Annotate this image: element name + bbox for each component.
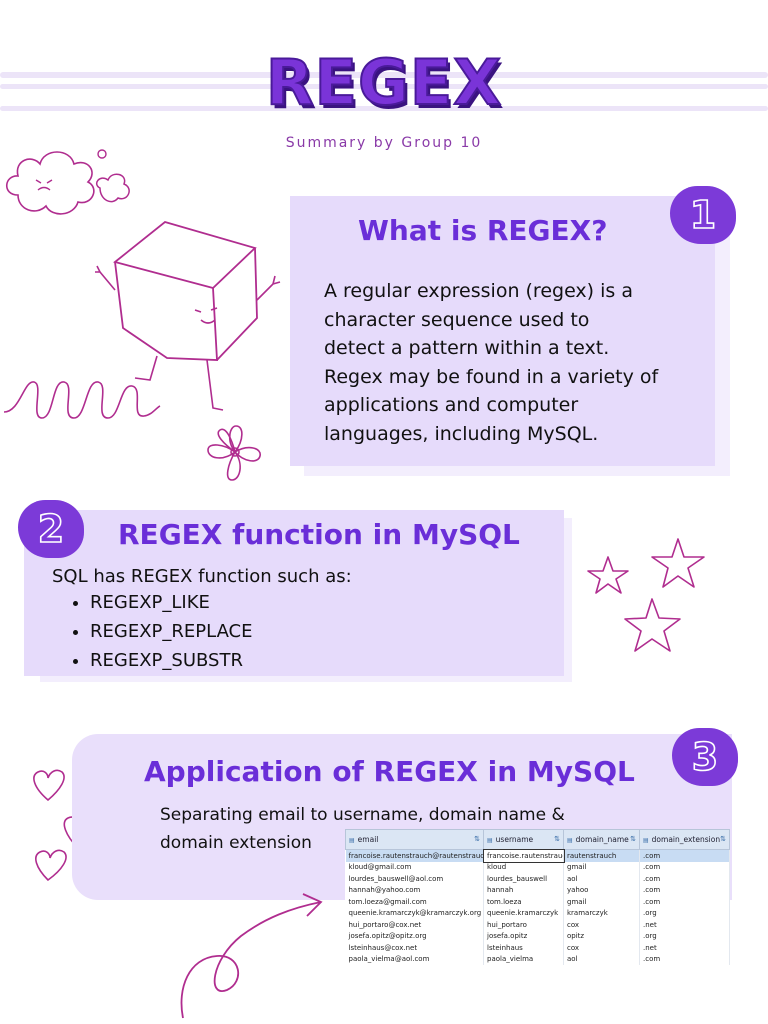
cube-character-icon	[95, 221, 281, 411]
page-subtitle: Summary by Group 10	[285, 135, 483, 151]
description-line: domain extension	[160, 833, 312, 853]
filter-icon[interactable]: ⇅	[720, 835, 726, 843]
cloud-doodle-icon	[5, 149, 130, 215]
header-brush-stroke-mid	[0, 84, 768, 89]
query-result-table: ▤email⇅ ▤username⇅ ▤domain_name⇅ ▤domain…	[345, 829, 730, 965]
filter-icon[interactable]: ⇅	[474, 835, 480, 843]
section3-number-badge: 3	[672, 728, 738, 786]
list-item: REGEXP_SUBSTR	[90, 646, 253, 675]
description-line: Separating email to username, domain nam…	[160, 805, 565, 825]
body-line: detect a pattern within a text.	[324, 337, 610, 359]
column-header-username[interactable]: ▤username⇅	[483, 829, 564, 850]
column-type-icon: ▤	[349, 837, 355, 844]
curly-arrow-icon	[180, 893, 323, 1019]
section2-number-badge: 2	[18, 500, 84, 558]
header-brush-stroke-top	[0, 72, 768, 78]
flower-doodle-icon	[207, 425, 261, 481]
body-line: Regex may be found in a variety of	[324, 365, 659, 388]
list-item: REGEXP_REPLACE	[90, 617, 253, 646]
column-type-icon: ▤	[643, 837, 649, 844]
column-type-icon: ▤	[567, 837, 573, 844]
section2-card	[24, 510, 564, 676]
list-item: REGEXP_LIKE	[90, 588, 253, 617]
star-doodle-icon	[587, 538, 705, 652]
column-header-email[interactable]: ▤email⇅	[345, 829, 484, 850]
section1-card	[290, 196, 715, 466]
column-header-domain-name[interactable]: ▤domain_name⇅	[563, 829, 640, 850]
column-type-icon: ▤	[487, 837, 493, 844]
section1-number-badge: 1	[670, 186, 736, 244]
body-line: A regular expression (regex) is a	[324, 280, 633, 302]
regex-function-list: REGEXP_LIKE REGEXP_REPLACE REGEXP_SUBSTR	[52, 588, 253, 675]
header-brush-stroke-bottom	[0, 106, 768, 111]
body-line: languages, including MySQL.	[324, 422, 599, 445]
section1-body: A regular expression (regex) is a charac…	[324, 277, 714, 448]
column-header-domain-extension[interactable]: ▤domain_extension⇅	[639, 829, 730, 850]
filter-icon[interactable]: ⇅	[630, 835, 636, 843]
body-line: character sequence used to	[324, 308, 590, 331]
table-header-row: ▤email⇅ ▤username⇅ ▤domain_name⇅ ▤domain…	[345, 829, 730, 850]
section2-heading: REGEX function in MySQL	[118, 518, 520, 551]
spiral-doodle-icon	[3, 381, 161, 419]
section1-heading: What is REGEX?	[358, 214, 608, 247]
filter-icon[interactable]: ⇅	[554, 835, 560, 843]
section2-intro: SQL has REGEX function such as:	[52, 566, 352, 587]
section3-heading: Application of REGEX in MySQL	[144, 755, 635, 788]
table-row[interactable]: francoise.rautenstrauch@rautenstrauch.co…	[345, 848, 730, 863]
page-title: REGEX	[265, 45, 503, 120]
body-line: applications and computer	[324, 394, 579, 416]
section3-description: Separating email to username, domain nam…	[160, 801, 565, 857]
